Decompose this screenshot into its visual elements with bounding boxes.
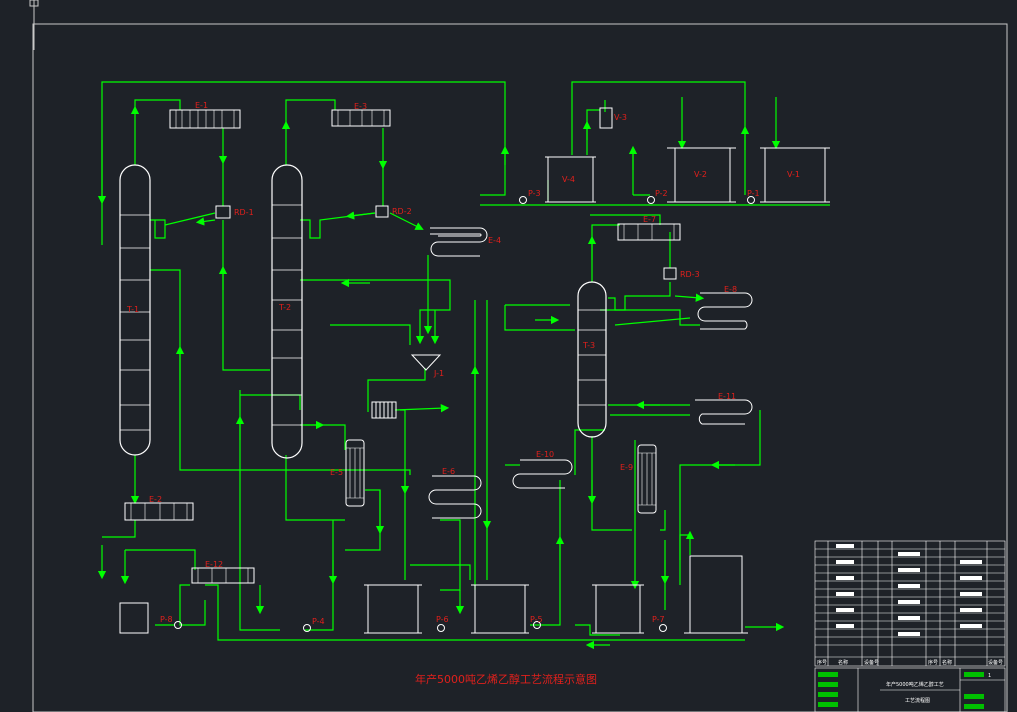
e6-label: E-6 [442, 467, 455, 476]
exchanger-e1 [169, 109, 241, 129]
tb-project-name: 年产5000吨乙烯乙醇工艺 [886, 681, 944, 688]
column-t1 [119, 164, 151, 456]
column-t3 [577, 281, 607, 438]
mixer-j1 [410, 354, 442, 371]
title-block-fills [836, 544, 982, 636]
j1-label: J-1 [433, 369, 444, 378]
tank-v2 [667, 147, 736, 203]
v1-label: V-1 [787, 170, 800, 179]
title-block [814, 540, 1006, 712]
tb-sheet: 1 [988, 673, 991, 679]
p3-label: P-3 [528, 189, 541, 198]
p8-label: P-8 [160, 615, 173, 624]
v4-label: V-4 [562, 175, 575, 184]
p6-label: P-6 [436, 615, 449, 624]
coil-e11 [695, 399, 753, 425]
outer-frame [32, 23, 1008, 712]
column-t2 [271, 164, 303, 459]
exchanger-e9 [637, 444, 657, 514]
p2-label: P-2 [655, 189, 668, 198]
e2-label: E-2 [149, 495, 162, 504]
e5-label: E-5 [330, 468, 343, 477]
tb-header-3: 设备号 [864, 659, 879, 666]
e8-label: E-8 [724, 285, 737, 294]
exchanger-e2 [124, 502, 194, 521]
tank-v1 [760, 147, 830, 203]
tb-header-6: 设备号 [988, 659, 1003, 666]
exchanger-e12 [191, 567, 255, 584]
p1-label: P-1 [747, 189, 760, 198]
tb-header-1: 序号 [817, 659, 827, 666]
tank-v3 [599, 107, 613, 129]
reactor-block [371, 401, 397, 419]
coil-e10 [512, 459, 573, 489]
coil-e6 [428, 475, 482, 519]
p4-label: P-4 [312, 617, 325, 626]
title-block-green-cells [818, 672, 984, 709]
v3-label: V-3 [614, 113, 627, 122]
rd2-label: RD-2 [392, 207, 412, 216]
t2-label: T-2 [278, 303, 291, 312]
v2-label: V-2 [694, 170, 707, 179]
p7-label: P-7 [652, 615, 665, 624]
e3-label: E-3 [354, 102, 367, 111]
pipelines [97, 81, 830, 650]
e9-label: E-9 [620, 463, 633, 472]
p5-label: P-5 [530, 615, 543, 624]
e11-label: E-11 [718, 392, 736, 401]
exchanger-e5 [345, 439, 365, 507]
tb-header-5: 名称 [942, 659, 952, 666]
coil-e8 [697, 292, 753, 330]
reflux-drum-rd2 [375, 205, 389, 218]
tank-v4 [545, 156, 596, 203]
t1-label: T-1 [126, 305, 139, 314]
t3-label: T-3 [582, 341, 595, 350]
diagram-title: 年产5000吨乙烯乙醇工艺流程示意图 [415, 672, 597, 686]
tb-drawing-name: 工艺流程图 [905, 697, 930, 704]
coil-e4 [430, 227, 488, 257]
tb-header-4: 序号 [928, 659, 938, 666]
exchanger-e7 [617, 223, 681, 241]
rd1-label: RD-1 [234, 208, 254, 217]
tb-header-2: 名称 [838, 659, 848, 666]
product-tanks [119, 555, 748, 634]
pumps [174, 196, 755, 632]
e7-label: E-7 [643, 215, 656, 224]
e12-label: E-12 [205, 560, 223, 569]
reflux-drum-rd1 [215, 205, 231, 219]
reflux-drum-rd3 [663, 267, 677, 280]
rd3-label: RD-3 [680, 270, 700, 279]
e4-label: E-4 [488, 236, 501, 245]
exchanger-e3 [331, 109, 391, 127]
e1-label: E-1 [195, 101, 208, 110]
e10-label: E-10 [536, 450, 554, 459]
